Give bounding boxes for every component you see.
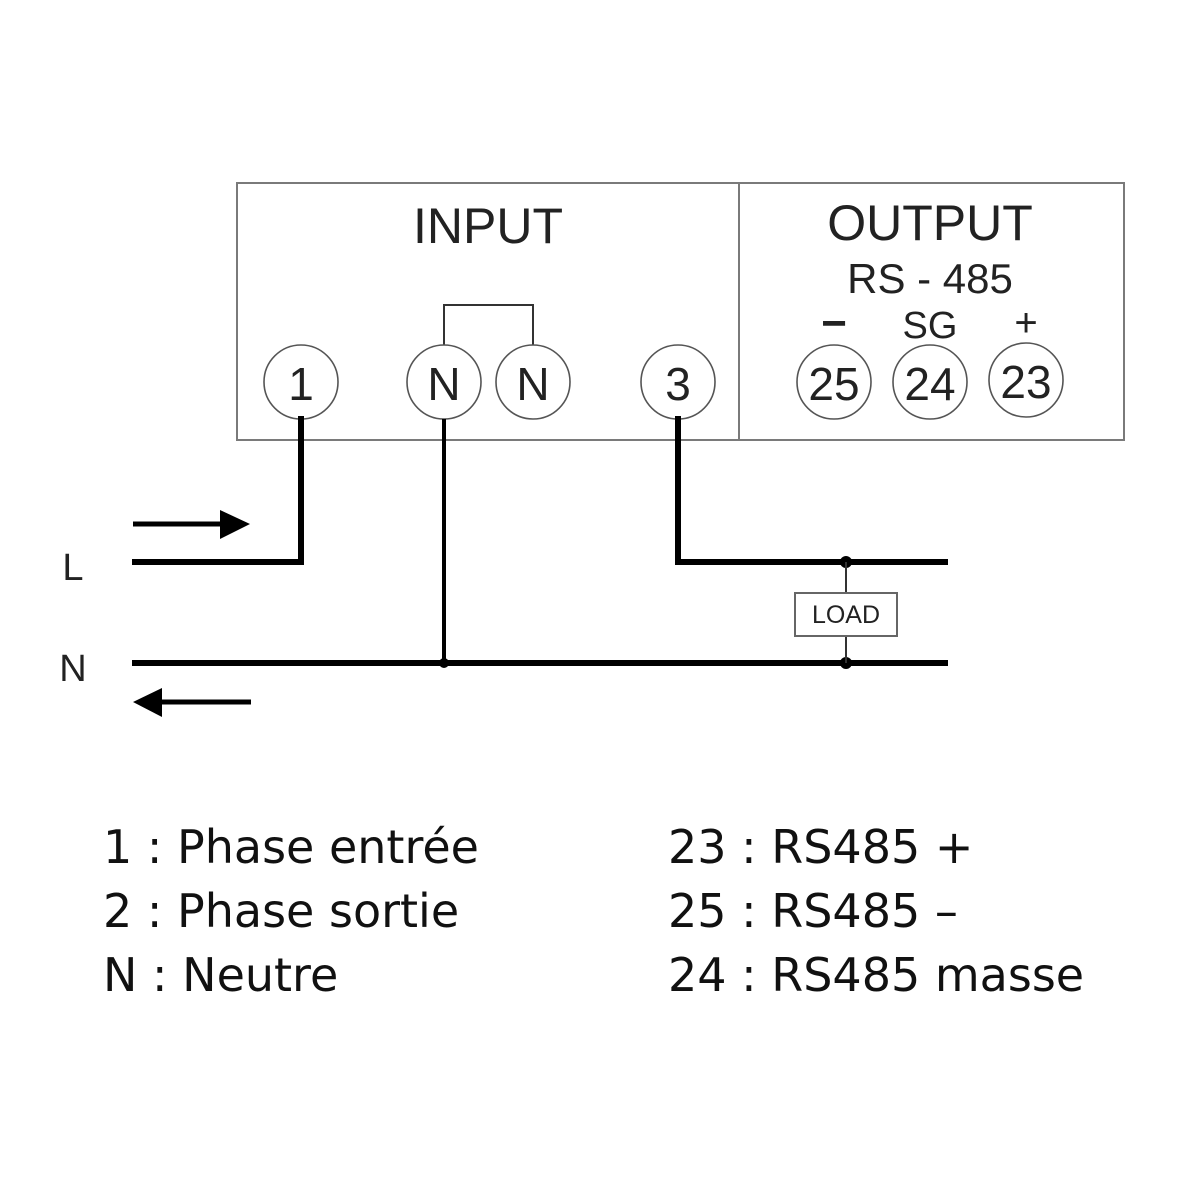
svg-text:23: 23	[1000, 356, 1051, 408]
svg-text:N: N	[516, 358, 549, 410]
terminal-23: 23	[988, 342, 1064, 418]
sg-marker: SG	[903, 305, 958, 347]
svg-text:24: 24	[904, 358, 955, 410]
svg-text:N: N	[427, 358, 460, 410]
junction-dot	[439, 658, 449, 668]
terminal-n-2: N	[495, 344, 571, 420]
legend-item: 1 : Phase entrée	[103, 820, 479, 874]
svg-text:3: 3	[665, 358, 691, 410]
load-box	[794, 592, 898, 637]
load-label: LOAD	[812, 601, 880, 629]
live-label: L	[62, 547, 83, 589]
terminal-3: 3	[640, 344, 716, 420]
svg-text:25: 25	[808, 358, 859, 410]
live-wire	[132, 416, 304, 565]
neutral-label: N	[59, 648, 86, 690]
terminal-25: 25	[796, 344, 872, 420]
arrow-right-icon	[133, 510, 250, 539]
output-subtitle: RS - 485	[847, 255, 1013, 302]
output-title: OUTPUT	[827, 195, 1033, 251]
terminal-n-1: N	[406, 344, 482, 420]
arrow-left-icon	[133, 688, 251, 717]
legend-right: 23 : RS485 + 25 : RS485 – 24 : RS485 mas…	[668, 820, 1084, 1002]
input-title: INPUT	[413, 198, 563, 254]
output-phase-wire	[675, 416, 948, 565]
legend-item: 25 : RS485 –	[668, 884, 958, 938]
neutral-jumper	[443, 304, 534, 345]
legend-item: 2 : Phase sortie	[103, 884, 459, 938]
minus-marker: −	[821, 299, 847, 348]
terminal-24: 24	[892, 344, 968, 420]
plus-marker: +	[1014, 301, 1037, 345]
terminal-1: 1	[263, 344, 339, 420]
legend-item: 24 : RS485 masse	[668, 948, 1084, 1002]
legend-item: N : Neutre	[103, 948, 338, 1002]
svg-text:1: 1	[288, 358, 314, 410]
legend-item: 23 : RS485 +	[668, 820, 973, 874]
legend-left: 1 : Phase entrée 2 : Phase sortie N : Ne…	[103, 820, 479, 1002]
